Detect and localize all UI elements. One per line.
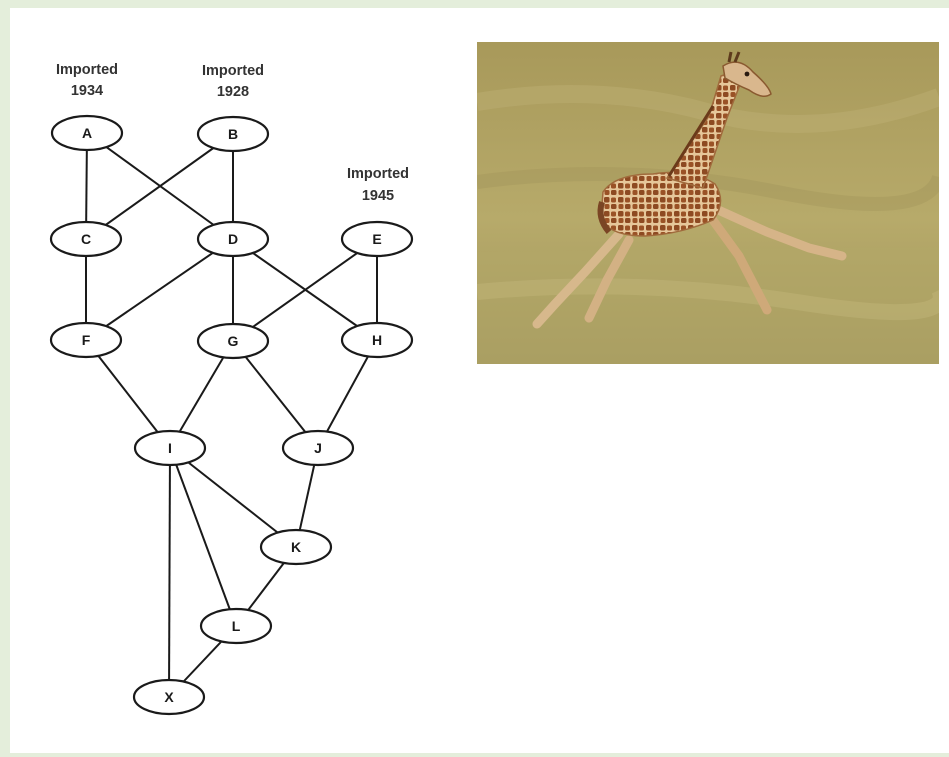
edge-i-x — [168, 447, 171, 698]
edge-f-i — [85, 339, 171, 449]
note-b-line1: Imported — [202, 63, 264, 79]
node-i: I — [133, 429, 207, 467]
node-label-b: B — [228, 126, 238, 142]
giraffe-photo — [477, 42, 939, 364]
node-j: J — [281, 429, 355, 467]
node-e: E — [340, 220, 414, 258]
node-label-k: K — [291, 539, 301, 555]
node-ellipse-i — [133, 429, 207, 467]
node-label-d: D — [228, 231, 238, 247]
node-f: F — [49, 321, 123, 359]
node-label-i: I — [168, 440, 172, 456]
edge-b-c — [85, 133, 234, 240]
node-ellipse-h — [340, 321, 414, 359]
node-ellipse-c — [49, 220, 123, 258]
node-label-h: H — [372, 332, 382, 348]
node-ellipse-d — [196, 220, 270, 258]
edge-i-l — [169, 447, 237, 627]
note-a-line1: Imported — [56, 62, 118, 78]
node-label-x: X — [164, 689, 174, 705]
note-e-line1: Imported — [347, 166, 409, 182]
edge-i-k — [169, 447, 297, 548]
node-ellipse-g — [196, 322, 270, 360]
edge-h-j — [317, 339, 378, 449]
node-ellipse-f — [49, 321, 123, 359]
node-ellipse-l — [199, 607, 273, 645]
giraffe — [532, 51, 847, 329]
node-h: H — [340, 321, 414, 359]
node-label-l: L — [232, 618, 241, 634]
edge-d-f — [85, 238, 234, 341]
node-ellipse-b — [196, 115, 270, 153]
node-c: C — [49, 220, 123, 258]
node-label-c: C — [81, 231, 91, 247]
node-ellipse-a — [50, 114, 124, 152]
node-g: G — [196, 322, 270, 360]
node-l: L — [199, 607, 273, 645]
node-b: B — [196, 115, 270, 153]
note-e-line2: 1945 — [362, 188, 394, 204]
edge-g-j — [232, 340, 319, 449]
node-label-j: J — [314, 440, 322, 456]
edge-e-g — [232, 238, 378, 342]
note-a-line2: 1934 — [71, 83, 103, 99]
node-a: A — [50, 114, 124, 152]
node-x: X — [132, 678, 206, 716]
node-label-f: F — [82, 332, 91, 348]
node-ellipse-e — [340, 220, 414, 258]
node-label-e: E — [372, 231, 381, 247]
import-notes: Imported 1934 Imported 1928 Imported 194… — [56, 62, 409, 204]
node-d: D — [196, 220, 270, 258]
node-ellipse-x — [132, 678, 206, 716]
node-k: K — [259, 528, 333, 566]
node-label-a: A — [82, 125, 92, 141]
node-ellipse-k — [259, 528, 333, 566]
note-b-line2: 1928 — [217, 84, 249, 100]
node-label-g: G — [228, 333, 239, 349]
edge-g-i — [169, 340, 234, 449]
node-ellipse-j — [281, 429, 355, 467]
giraffe-illustration — [477, 42, 939, 364]
pedigree-nodes: A B C D E F G H I J K L X — [49, 114, 414, 716]
